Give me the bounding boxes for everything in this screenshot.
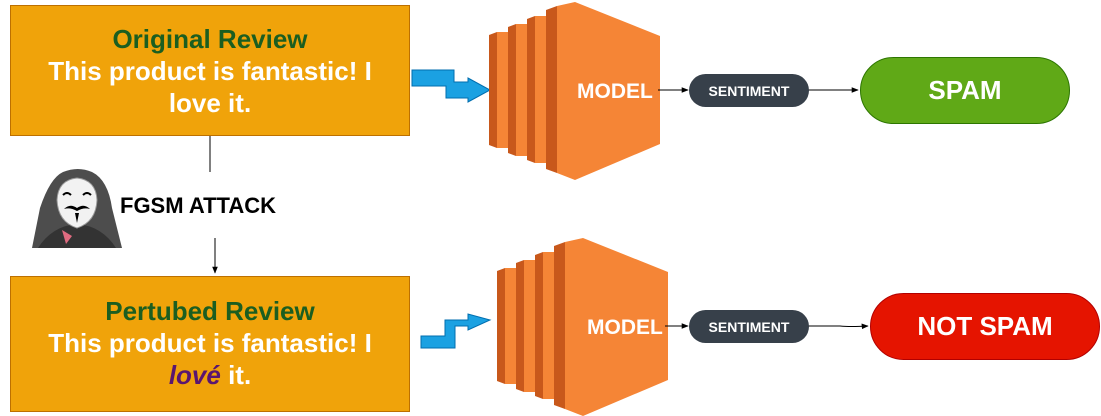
model-icon-bottom [497,238,668,416]
result-spam: SPAM [860,57,1070,124]
model-icon-top [489,2,660,180]
blue-arrow-top [411,69,492,103]
model-label-bottom: MODEL [587,316,663,339]
perturbed-review-line2-rest: it. [220,360,252,390]
model-label-top: MODEL [577,80,653,103]
perturbed-review-title: Pertubed Review [105,296,315,326]
original-review-box: Original Review This product is fantasti… [10,5,410,136]
original-review-line1: This product is fantastic! I [48,56,372,86]
result-not-spam: NOT SPAM [870,293,1100,360]
sentiment-pill-bottom: SENTIMENT [689,310,809,343]
arrow-sentiment-to-result-bottom [808,323,869,330]
original-review-title: Original Review [112,24,308,54]
perturbed-review-box: Pertubed Review This product is fantasti… [10,276,410,412]
original-review-line2: love it. [168,88,252,118]
perturbed-review-line2: lové it. [11,359,409,391]
perturbed-word: lové [168,360,221,390]
sentiment-pill-top: SENTIMENT [689,74,809,107]
blue-arrow-bottom [420,313,492,349]
perturbed-review-line1: This product is fantastic! I [48,328,372,358]
attack-label: FGSM ATTACK [120,193,277,218]
hacker-icon [32,169,122,248]
